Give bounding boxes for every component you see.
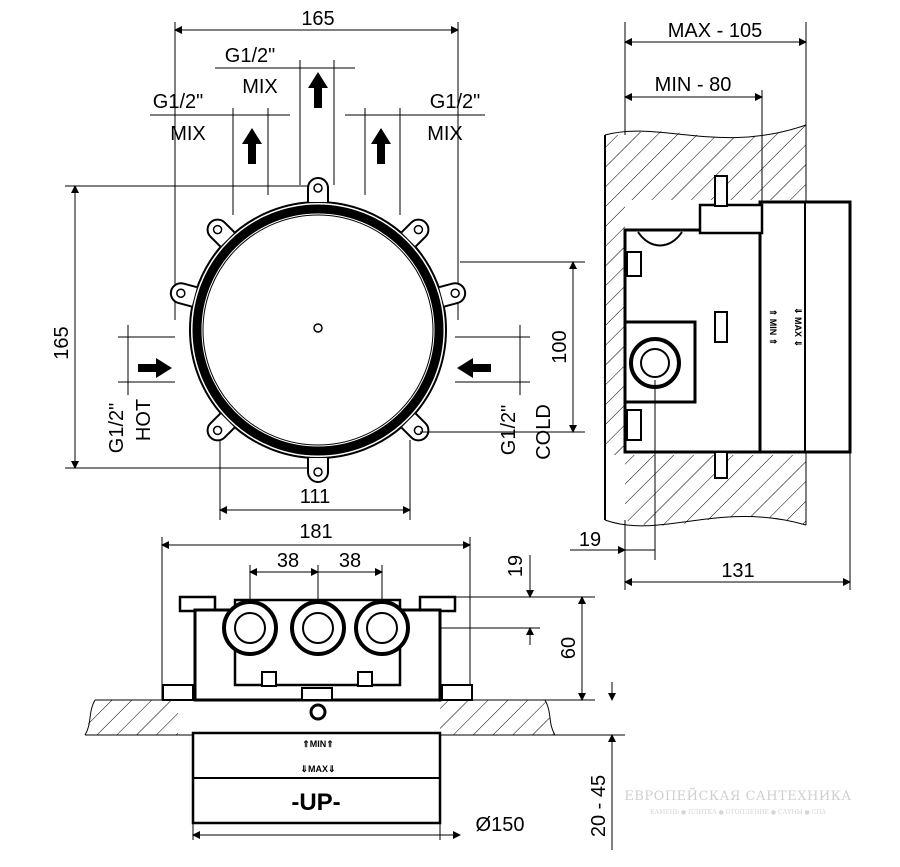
max-depth-label: MAX - 105 [668, 20, 762, 42]
up-label: -UP- [291, 789, 340, 816]
cold-label: G1/2" [498, 405, 520, 455]
total-depth-label: 131 [721, 560, 754, 582]
top-offset-label: 19 [505, 555, 527, 577]
bottom-width-label: 111 [300, 486, 330, 508]
height-100-label: 100 [549, 330, 571, 363]
top-ports [222, 600, 410, 656]
spacing-right-label: 38 [339, 550, 361, 572]
cold-arrow-icon [457, 358, 491, 378]
min-depth-label: MIN - 80 [655, 74, 732, 96]
top-view: 181 38 38 ⇑MIN⇑ ⇓MAX⇓ -UP [84, 521, 625, 850]
front-view: 165 G1/2" MIX G1/2" MIX G1/2" MIX 165 [51, 8, 585, 520]
watermark-subtitle: КАМЕНЬ ● ПЛИТКА ● ОТОПЛЕНИЕ ● САУНЫ ● СП… [650, 809, 827, 816]
front-width-label: 165 [301, 8, 334, 30]
hot-label: G1/2" [106, 403, 128, 453]
top-width-label: 181 [299, 521, 332, 543]
front-height-label: 165 [51, 326, 73, 359]
port-right-label: G1/2" [430, 91, 480, 113]
up-arrow-left-icon [242, 128, 262, 164]
up-arrow-center-icon [308, 72, 328, 108]
up-arrow-right-icon [371, 128, 391, 164]
top-min-mark: ⇑MIN⇑ [302, 739, 334, 749]
port-left-sub: MIX [170, 123, 206, 145]
port-center-sub: MIX [242, 76, 278, 98]
side-offset-label: 19 [579, 529, 601, 551]
port-left-label: G1/2" [153, 91, 203, 113]
hot-arrow-icon [138, 358, 172, 378]
top-max-mark: ⇓MAX⇓ [300, 764, 335, 774]
wall-range-label: 20 - 45 [588, 775, 610, 837]
top-height-label: 60 [558, 637, 580, 659]
mounting-ears [169, 177, 467, 483]
port-center-label: G1/2" [225, 45, 275, 67]
watermark: ЕВРОПЕЙСКАЯ САНТЕХНИКА КАМЕНЬ ● ПЛИТКА ●… [624, 787, 851, 816]
watermark-title: ЕВРОПЕЙСКАЯ САНТЕХНИКА [624, 787, 851, 804]
port-right-sub: MIX [427, 123, 463, 145]
center-point [313, 323, 323, 333]
hot-sub: HOT [133, 399, 155, 441]
side-view: ⇑ MIN ⇑ ⇓ MAX ⇓ MAX - 105 MIN - 80 19 13… [570, 20, 852, 590]
side-min-mark: ⇑ MIN ⇑ [768, 309, 778, 346]
spacing-left-label: 38 [277, 550, 299, 572]
side-max-mark: ⇓ MAX ⇓ [793, 307, 803, 347]
diameter-label: Ø150 [476, 814, 525, 836]
